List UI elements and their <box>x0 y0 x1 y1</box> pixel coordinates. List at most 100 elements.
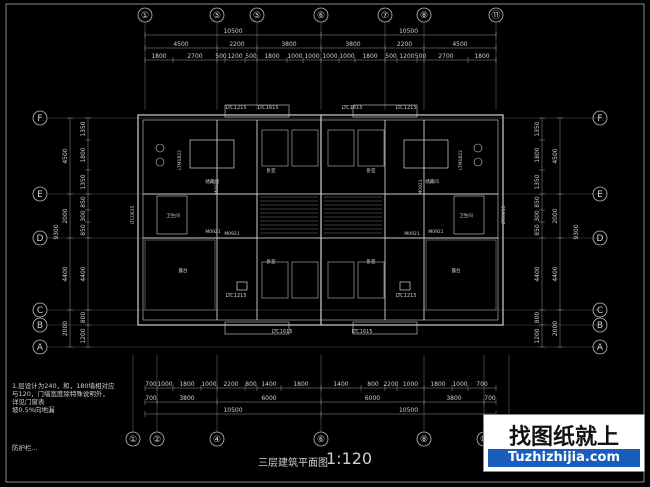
door-label: M0921 <box>404 231 419 237</box>
watermark-badge: 找图纸就上 Tuzhizhijia.com <box>483 414 645 472</box>
window-label: LTC1215 <box>225 105 246 111</box>
bottom-dim-fine: 700 <box>476 381 488 388</box>
room-label: 储藏间 <box>425 178 439 185</box>
left-axis-bubble: D <box>37 234 44 244</box>
side-window-label: LTC0615 <box>501 205 507 224</box>
top-dim-fine: 1200 <box>399 53 414 60</box>
right-dim-inner: 850 <box>534 196 541 208</box>
bottom-dim-fine: 800 <box>367 381 379 388</box>
bottom-dim-fine: 800 <box>245 381 257 388</box>
room-label: 卫生间 <box>166 212 180 219</box>
left-dim-inner: 1350 <box>80 174 87 189</box>
left-dim-outer: 4500 <box>62 148 69 163</box>
bottom-dim-fine: 1800 <box>430 381 445 388</box>
right-axis-bubble-circle <box>592 302 608 318</box>
bottom-dim-mid: 700 <box>145 395 157 402</box>
terrace-left <box>144 239 216 311</box>
bottom-axis-bubble: ④ <box>213 435 221 445</box>
left-dim-inner: 300 <box>80 210 87 222</box>
bottom-dim-fine: 2200 <box>383 381 398 388</box>
bottom-dim-fine: 1400 <box>333 381 348 388</box>
room-label: 卧室 <box>267 167 276 174</box>
top-dim-fine: 1000 <box>339 53 354 60</box>
right-dim-inner: 1350 <box>534 174 541 189</box>
top-dim-fine: 500 <box>215 53 227 60</box>
right-dim-inner: 800 <box>534 312 541 324</box>
right-axis-bubble: C <box>597 306 603 316</box>
top-dim-total: 10500 <box>399 28 418 35</box>
railing-note: 防护栏... <box>12 444 38 452</box>
window-label: LTC1615 <box>351 329 372 335</box>
note-line: 1.层设计为240，和，180墙相对应 <box>12 382 115 390</box>
terrace-right <box>425 239 497 311</box>
right-dim-inner: 300 <box>534 210 541 222</box>
right-dim-inner: 1800 <box>534 147 541 162</box>
left-dim-overall: 9300 <box>53 224 60 239</box>
top-dim-fine: 1800 <box>474 53 489 60</box>
right-axis-bubble-circle <box>592 186 608 202</box>
bottom-dim-fine: 2200 <box>223 381 238 388</box>
right-axis-bubble-circle <box>592 317 608 333</box>
left-dim-inner: 1200 <box>80 328 87 343</box>
room-label: 卫生间 <box>459 212 473 219</box>
top-dim-fine: 500 <box>385 53 397 60</box>
room-label: 露台 <box>179 267 188 274</box>
right-axis-bubble-circle <box>592 339 608 355</box>
drawing-title: 三层建筑平面图 <box>258 458 328 469</box>
stair-left <box>256 193 322 239</box>
sink <box>236 281 248 291</box>
left-dim-inner: 850 <box>80 224 87 236</box>
bed-unit <box>357 261 385 299</box>
right-axis-bubble-circle <box>592 230 608 246</box>
top-dim-mid: 4500 <box>452 41 467 48</box>
note-line: 与120，门墙宽度除特殊说明外， <box>12 390 109 398</box>
top-dim-fine: 1000 <box>287 53 302 60</box>
left-dim-inner: 800 <box>80 312 87 324</box>
bottom-dim-fine: 1800 <box>179 381 194 388</box>
bathroom-left <box>156 195 188 235</box>
window-label: LTC1215 <box>395 293 416 299</box>
bottom-dim-fine: 1400 <box>261 381 276 388</box>
bottom-dim-mid: 6000 <box>365 395 380 402</box>
top-dim-fine: 1200 <box>227 53 242 60</box>
top-axis-bubble: ⑪ <box>491 10 500 21</box>
top-axis-bubble: ① <box>141 11 149 21</box>
window-label: LTC1615 <box>341 105 362 111</box>
door-label: M0921 <box>205 229 220 235</box>
note-line: 详见门窗表 <box>12 398 45 406</box>
balcony <box>352 104 418 118</box>
chair <box>473 143 483 153</box>
note-line: 坡0.5%向地漏 <box>12 406 55 414</box>
window-label: LTC1215 <box>395 105 416 111</box>
top-axis-bubble: ⑤ <box>213 11 221 21</box>
bottom-axis-bubble: ② <box>153 435 161 445</box>
top-axis-bubble: ⑧ <box>420 11 428 21</box>
bed-unit <box>261 261 289 299</box>
bed-unit <box>291 261 319 299</box>
watermark-url: Tuzhizhijia.com <box>488 449 640 467</box>
window-label: LTC1615 <box>271 329 292 335</box>
sheet-border <box>5 3 645 483</box>
bed-unit <box>291 129 319 167</box>
right-dim-outer: 2000 <box>552 208 559 223</box>
top-axis-bubble: ⑤ <box>253 11 261 21</box>
bottom-dim-fine: 1000 <box>157 381 172 388</box>
side-window-label: LTM1822 <box>177 150 183 170</box>
bathroom-right <box>453 195 485 235</box>
bed <box>403 139 449 169</box>
left-axis-bubble: C <box>37 306 43 316</box>
top-axis-bubble: ⑥ <box>317 11 325 21</box>
door-label: M0921 <box>214 179 220 194</box>
drawing-scale: 1:120 <box>326 449 373 468</box>
bottom-dim-mid: 3800 <box>179 395 194 402</box>
right-dim-inner: 1350 <box>534 121 541 136</box>
chair <box>155 143 165 153</box>
top-dim-total: 10500 <box>223 28 242 35</box>
balcony <box>224 321 290 335</box>
left-dim-inner: 850 <box>80 196 87 208</box>
top-dim-fine: 500 <box>245 53 257 60</box>
left-axis-bubble: F <box>37 114 42 124</box>
top-dim-mid: 3800 <box>281 41 296 48</box>
